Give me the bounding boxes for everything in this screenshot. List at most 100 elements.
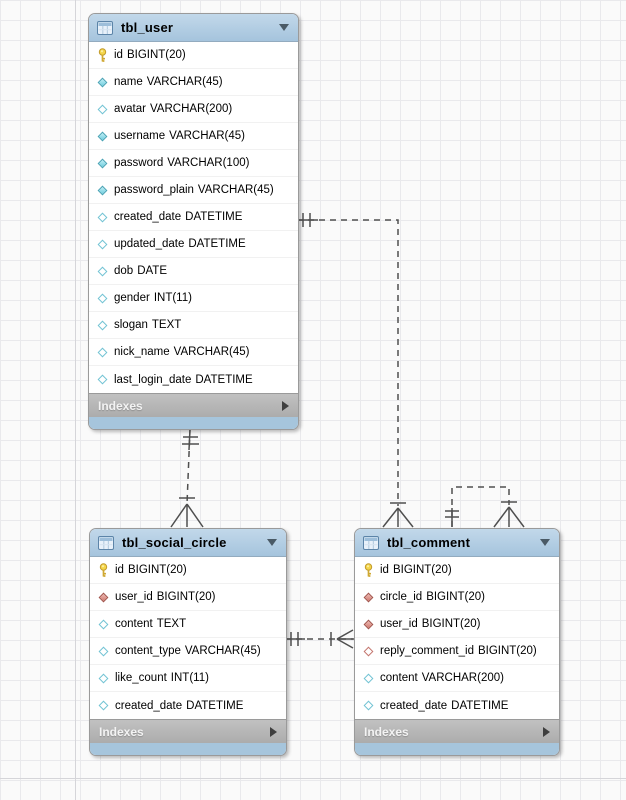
- column-nullable-icon: [95, 320, 110, 330]
- many-cardinality-marker: [382, 502, 414, 528]
- column-nullable-icon: [95, 266, 110, 276]
- column-row[interactable]: name VARCHAR(45): [89, 69, 298, 96]
- column-name: created_date: [115, 699, 183, 712]
- column-name: gender: [114, 292, 150, 304]
- indexes-section[interactable]: Indexes: [89, 393, 298, 417]
- primary-key-icon: [95, 47, 110, 63]
- column-row[interactable]: username VARCHAR(45): [89, 123, 298, 150]
- column-nullable-icon: [96, 619, 111, 629]
- table-header[interactable]: tbl_comment: [355, 529, 559, 557]
- column-name: password_plain: [114, 184, 194, 196]
- expand-indexes-icon[interactable]: [270, 726, 277, 737]
- column-type: TEXT: [151, 319, 182, 331]
- many-cardinality-marker: [493, 501, 525, 528]
- relationship-user-comment[interactable]: [297, 213, 414, 528]
- column-row[interactable]: gender INT(11): [89, 285, 298, 312]
- column-row[interactable]: circle_id BIGINT(20): [355, 584, 559, 611]
- table-title: tbl_social_circle: [122, 535, 227, 550]
- column-nullable-icon: [96, 673, 111, 683]
- table-title: tbl_user: [121, 20, 174, 35]
- table-node-tbl_user[interactable]: tbl_user id BIGINT(20) name VARCHAR(45) …: [88, 13, 299, 430]
- column-type: DATETIME: [195, 373, 253, 386]
- foreign-key-notnull-icon: [361, 619, 376, 629]
- page-boundary-horizontal: [0, 778, 626, 779]
- column-name: id: [115, 564, 124, 576]
- column-nullable-icon: [361, 700, 376, 711]
- column-row[interactable]: created_date DATETIME: [355, 692, 559, 719]
- expand-indexes-icon[interactable]: [282, 400, 289, 411]
- column-name: username: [114, 130, 166, 142]
- column-type: DATETIME: [186, 699, 244, 712]
- column-type: DATE: [137, 265, 168, 277]
- column-row[interactable]: reply_comment_id BIGINT(20): [355, 638, 559, 665]
- column-row[interactable]: nick_name VARCHAR(45): [89, 339, 298, 366]
- indexes-section[interactable]: Indexes: [355, 719, 559, 743]
- indexes-section[interactable]: Indexes: [90, 719, 286, 743]
- column-row[interactable]: created_date DATETIME: [89, 204, 298, 231]
- primary-key-icon: [96, 562, 111, 578]
- column-type: BIGINT(20): [477, 645, 537, 657]
- column-notnull-icon: [95, 77, 110, 87]
- column-row[interactable]: content VARCHAR(200): [355, 665, 559, 692]
- column-type: VARCHAR(45): [197, 184, 274, 196]
- column-notnull-icon: [95, 185, 110, 195]
- column-type: DATETIME: [185, 211, 243, 223]
- expand-indexes-icon[interactable]: [543, 726, 550, 737]
- relationship-comment-self[interactable]: [445, 486, 525, 528]
- column-row[interactable]: id BIGINT(20): [89, 42, 298, 69]
- one-cardinality-marker: [302, 213, 311, 227]
- relationship-social-circle-comment[interactable]: [285, 629, 354, 649]
- collapse-table-icon[interactable]: [279, 24, 289, 31]
- column-nullable-icon: [95, 104, 110, 114]
- collapse-table-icon[interactable]: [540, 539, 550, 546]
- column-row[interactable]: password_plain VARCHAR(45): [89, 177, 298, 204]
- column-name: created_date: [114, 211, 182, 223]
- column-row[interactable]: content_type VARCHAR(45): [90, 638, 286, 665]
- column-row[interactable]: last_login_date DATETIME: [89, 366, 298, 393]
- table-header[interactable]: tbl_social_circle: [90, 529, 286, 557]
- column-type: DATETIME: [451, 699, 509, 712]
- one-cardinality-marker: [445, 510, 459, 518]
- column-name: content_type: [115, 645, 181, 657]
- column-row[interactable]: password VARCHAR(100): [89, 150, 298, 177]
- column-type: VARCHAR(45): [169, 130, 245, 142]
- table-node-tbl_social_circle[interactable]: tbl_social_circle id BIGINT(20) user_id …: [89, 528, 287, 756]
- indexes-label: Indexes: [99, 724, 144, 739]
- column-row[interactable]: content TEXT: [90, 611, 286, 638]
- relationship-user-social-circle[interactable]: [170, 428, 204, 528]
- column-name: like_count: [115, 672, 167, 684]
- column-type: VARCHAR(45): [184, 645, 261, 657]
- page-boundary-vertical: [75, 0, 76, 800]
- collapse-table-icon[interactable]: [267, 539, 277, 546]
- table-node-tbl_comment[interactable]: tbl_comment id BIGINT(20) circle_id BIGI…: [354, 528, 560, 756]
- column-name: last_login_date: [114, 373, 192, 386]
- column-row[interactable]: user_id BIGINT(20): [355, 611, 559, 638]
- column-nullable-icon: [96, 700, 111, 711]
- column-nullable-icon: [95, 374, 110, 385]
- column-row[interactable]: dob DATE: [89, 258, 298, 285]
- one-cardinality-marker: [290, 632, 299, 646]
- column-name: password: [114, 157, 164, 169]
- column-row[interactable]: id BIGINT(20): [90, 557, 286, 584]
- column-type: TEXT: [156, 618, 187, 630]
- column-name: avatar: [114, 103, 146, 115]
- column-name: dob: [114, 265, 134, 277]
- table-footer-strip: [90, 743, 286, 755]
- column-row[interactable]: updated_date DATETIME: [89, 231, 298, 258]
- column-row[interactable]: created_date DATETIME: [90, 692, 286, 719]
- column-type: VARCHAR(200): [421, 672, 504, 684]
- column-row[interactable]: id BIGINT(20): [355, 557, 559, 584]
- column-name: content: [115, 618, 153, 630]
- column-nullable-icon: [95, 239, 110, 249]
- column-row[interactable]: avatar VARCHAR(200): [89, 96, 298, 123]
- column-name: user_id: [380, 618, 418, 630]
- column-row[interactable]: like_count INT(11): [90, 665, 286, 692]
- table-icon: [98, 535, 114, 550]
- table-header[interactable]: tbl_user: [89, 14, 298, 42]
- column-row[interactable]: user_id BIGINT(20): [90, 584, 286, 611]
- foreign-key-notnull-icon: [361, 592, 376, 602]
- column-name: slogan: [114, 319, 148, 331]
- column-row[interactable]: slogan TEXT: [89, 312, 298, 339]
